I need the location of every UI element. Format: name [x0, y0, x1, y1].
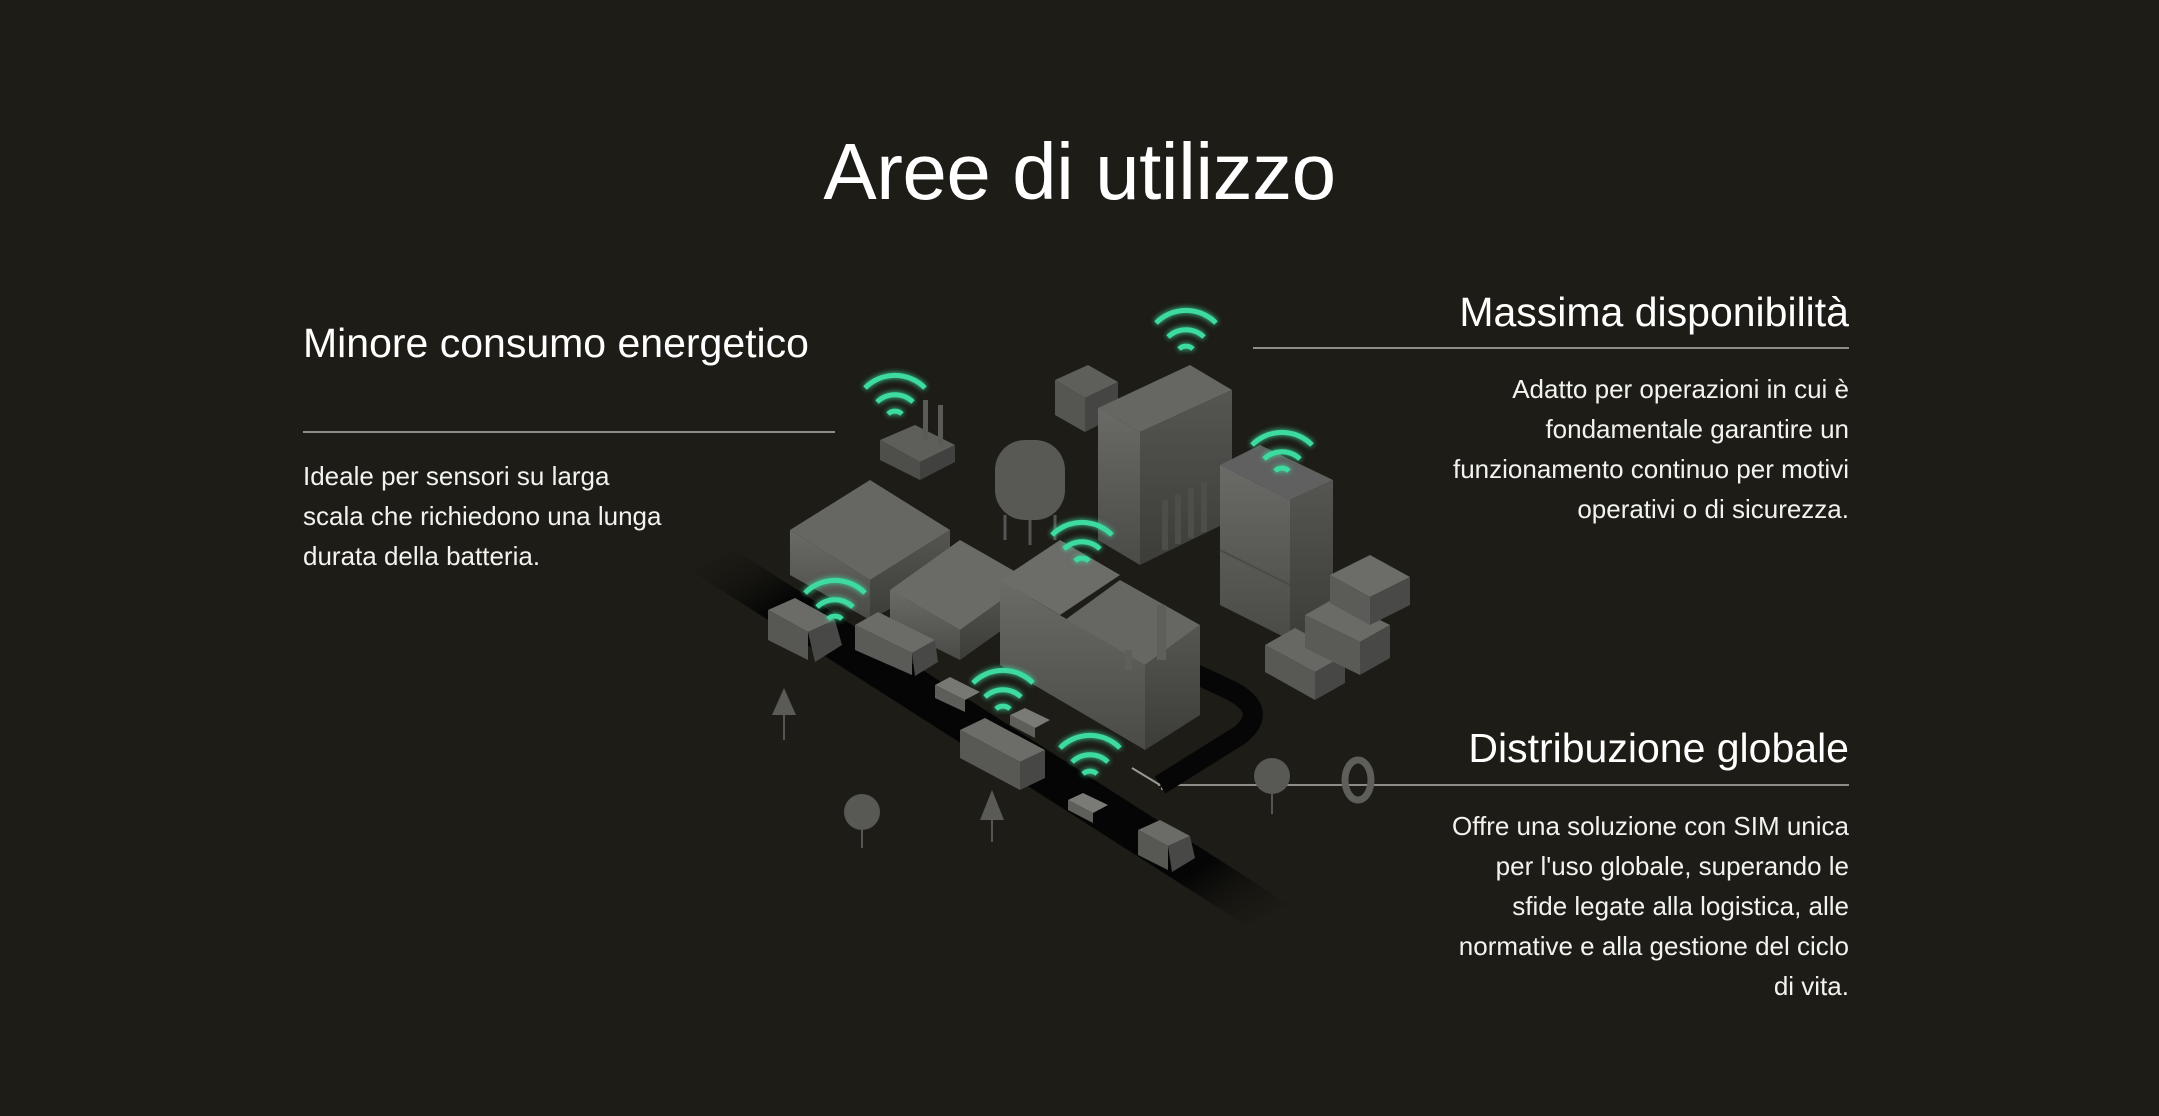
divider: [1253, 347, 1849, 349]
feature-description: Ideale per sensori su larga scala che ri…: [303, 461, 662, 571]
page-title: Aree di utilizzo: [823, 127, 1336, 216]
divider: [303, 431, 835, 433]
feature-heading: Minore consumo energetico: [303, 320, 809, 366]
truck: [768, 598, 842, 662]
wifi-signal-icon: [973, 670, 1033, 709]
vehicles: [768, 598, 1195, 872]
trees: [772, 688, 1290, 848]
water-tower: [995, 440, 1065, 545]
wifi-signal-icon: [865, 375, 925, 414]
divider: [1158, 784, 1849, 786]
car: [1010, 708, 1050, 738]
wifi-signal-icon: [1156, 310, 1216, 349]
bus: [960, 718, 1045, 790]
leader-line: [1131, 767, 1161, 786]
car: [1068, 793, 1108, 823]
feature-heading: Massima disponibilità: [1459, 289, 1849, 335]
truck: [1138, 820, 1195, 872]
van: [935, 677, 980, 712]
feature-description: Offre una soluzione con SIM unica per l'…: [1452, 811, 1849, 1001]
feature-heading: Distribuzione globale: [1468, 725, 1849, 771]
iot-city-illustration: [690, 280, 1410, 925]
feature-description: Adatto per operazioni in cui è fondament…: [1452, 374, 1849, 524]
tall-tower: [1098, 365, 1232, 565]
tanker-truck: [855, 612, 938, 676]
location-pin-icon: [1341, 756, 1375, 804]
chimney-building: [880, 400, 955, 480]
crates: [1265, 555, 1410, 700]
stacked-tower: [1219, 445, 1333, 640]
